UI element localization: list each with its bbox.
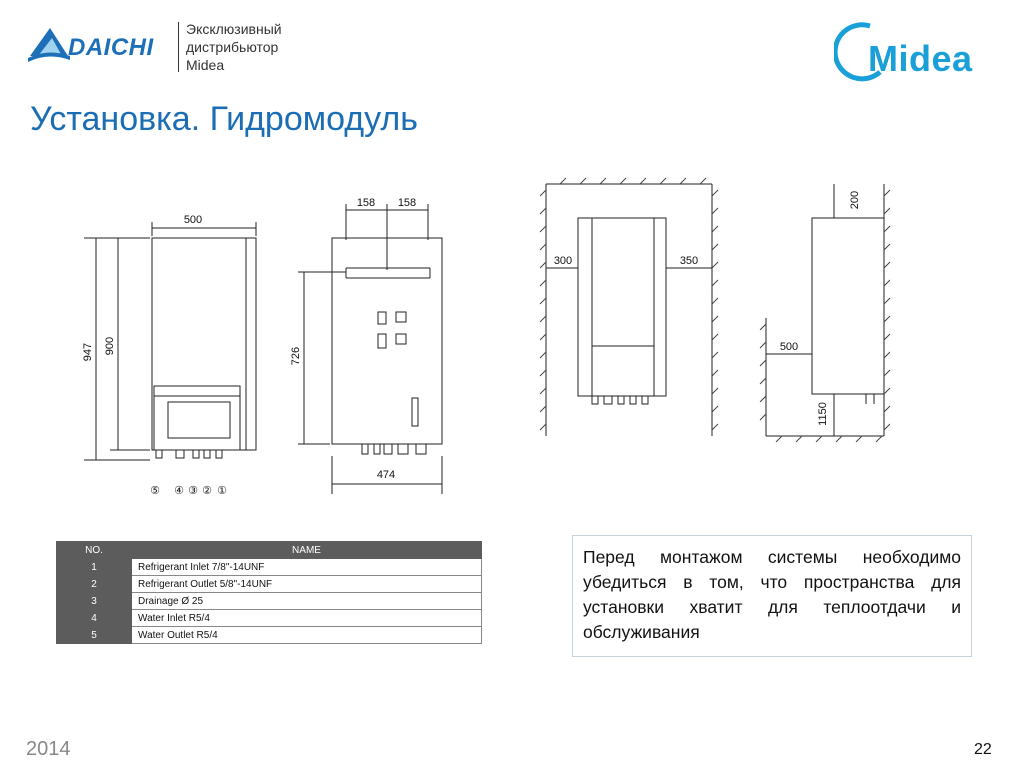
dim-clearance-right: 350 [680,255,698,267]
connector-label-2: ② [202,485,212,497]
midea-logo-arc-icon [834,22,882,82]
page-number: 22 [974,741,992,758]
daichi-logo-text: DAICHI [68,34,154,61]
table-header-name: NAME [131,541,482,559]
footer-year: 2014 [26,738,71,760]
table-cell-name: Water Outlet R5/4 [131,626,482,644]
connector-label-4: ④ [174,485,184,497]
installation-note: Перед монтажом системы необходимо убедит… [572,535,972,657]
connector-label-1: ① [217,485,227,497]
connections-table: NO. NAME 1 Refrigerant Inlet 7/8"-14UNF … [56,541,482,644]
table-cell-no: 1 [56,558,132,576]
table-row: 4 Water Inlet R5/4 [56,609,482,627]
dim-bracket-right: 158 [398,197,416,209]
page-title: Установка. Гидромодуль [30,100,418,138]
table-cell-no: 2 [56,575,132,593]
table-header-no: NO. [56,541,132,559]
table-cell-name: Refrigerant Inlet 7/8"-14UNF [131,558,482,576]
dim-bottom-width: 474 [377,469,395,481]
dim-height-body: 900 [104,337,116,355]
dim-clearance-front: 500 [780,341,798,353]
dim-clearance-top: 200 [849,191,861,209]
dim-clearance-left: 300 [554,255,572,267]
table-cell-no: 3 [56,592,132,610]
table-row: 3 Drainage Ø 25 [56,592,482,610]
daichi-logo-icon [28,28,70,62]
table-cell-name: Water Inlet R5/4 [131,609,482,627]
distributor-line-2: дистрибьютор [186,39,279,55]
dim-bracket-left: 158 [357,197,375,209]
clearance-front-body [577,217,667,397]
dim-clearance-bottom: 1150 [817,402,829,426]
header-divider [178,22,179,72]
distributor-text: Эксклюзивный дистрибьютор Midea [186,20,326,74]
connector-label-5: ⑤ [150,485,160,497]
connector-label-3: ③ [188,485,198,497]
table-cell-name: Refrigerant Outlet 5/8"-14UNF [131,575,482,593]
table-header-row: NO. NAME [56,541,482,559]
dim-front-width: 500 [184,214,202,226]
midea-logo-text: Midea [868,38,973,79]
table-row: 1 Refrigerant Inlet 7/8"-14UNF [56,558,482,576]
table-row: 2 Refrigerant Outlet 5/8"-14UNF [56,575,482,593]
distributor-line-1: Эксклюзивный [186,21,282,37]
clearance-side-body [811,217,885,395]
installation-note-text: Перед монтажом системы необходимо убедит… [583,547,961,642]
table-cell-no: 5 [56,626,132,644]
table-row: 5 Water Outlet R5/4 [56,626,482,644]
dim-mount-height: 726 [290,347,302,365]
dim-height-total: 947 [82,343,94,361]
distributor-line-3: Midea [186,57,225,73]
table-cell-name: Drainage Ø 25 [131,592,482,610]
table-cell-no: 4 [56,609,132,627]
